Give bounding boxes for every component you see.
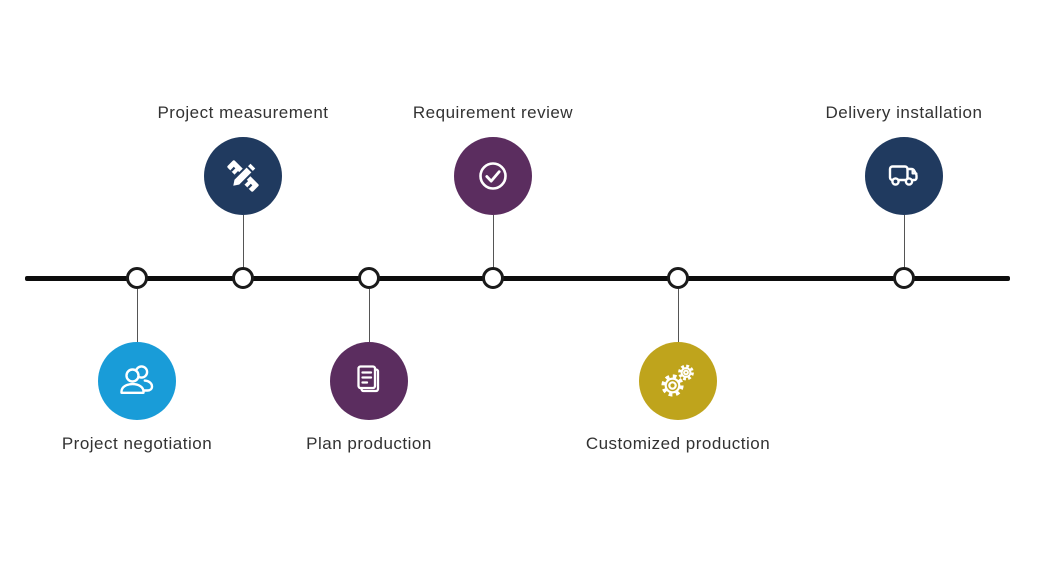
- node-label: Delivery installation: [825, 103, 983, 122]
- node-connector-line: [242, 215, 244, 268]
- node-label: Project negotiation: [61, 434, 213, 453]
- node-icon-circle: [865, 137, 943, 215]
- node-label: Customized production: [585, 434, 771, 453]
- timeline-dot: [358, 267, 380, 289]
- check-circle-icon: [471, 154, 515, 198]
- people-icon: [115, 359, 159, 403]
- node-label: Project measurement: [157, 103, 329, 122]
- node-icon-circle: [98, 342, 176, 420]
- gears-icon: [656, 359, 700, 403]
- node-connector-line: [677, 289, 679, 342]
- node-label: Plan production: [306, 434, 432, 453]
- node-icon-circle: [639, 342, 717, 420]
- ruler-pencil-icon: [221, 154, 265, 198]
- node-icon-circle: [204, 137, 282, 215]
- node-connector-line: [903, 215, 905, 268]
- timeline-dot: [667, 267, 689, 289]
- node-connector-line: [136, 289, 138, 342]
- document-icon: [347, 359, 391, 403]
- timeline-dot: [232, 267, 254, 289]
- timeline-dot: [482, 267, 504, 289]
- timeline-dot: [893, 267, 915, 289]
- timeline-dot: [126, 267, 148, 289]
- node-icon-circle: [330, 342, 408, 420]
- node-label: Requirement review: [412, 103, 574, 122]
- truck-icon: [882, 154, 926, 198]
- node-connector-line: [368, 289, 370, 342]
- node-icon-circle: [454, 137, 532, 215]
- timeline-axis: [25, 275, 1010, 281]
- node-connector-line: [492, 215, 494, 268]
